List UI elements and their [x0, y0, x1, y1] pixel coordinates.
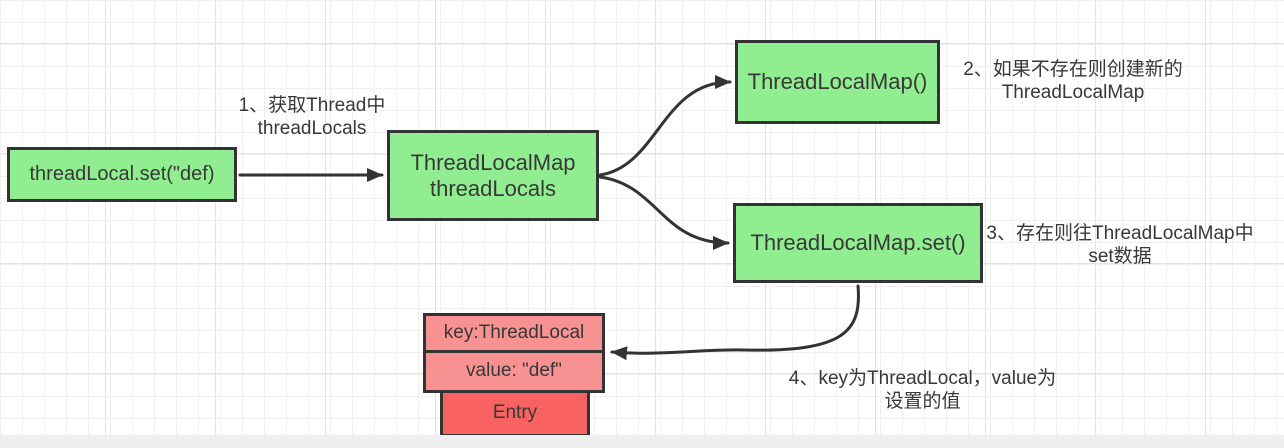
- node-label: value: "def": [466, 360, 562, 382]
- node-label: ThreadLocalMap.set(): [750, 230, 966, 256]
- node-entry-key: key:ThreadLocal: [423, 313, 605, 353]
- node-threadlocalmap-threadlocals: ThreadLocalMap threadLocals: [387, 130, 599, 221]
- annotation-line2: 设置的值: [884, 391, 961, 412]
- annotation-line2: ThreadLocalMap: [1001, 82, 1145, 103]
- node-label-line1: ThreadLocalMap: [410, 149, 576, 175]
- annotation-line1: 1、获取Thread中: [238, 95, 386, 116]
- node-label-line2: threadLocals: [430, 175, 556, 201]
- node-threadlocal-set: threadLocal.set("def): [7, 147, 237, 202]
- arrow-threadlocals-to-mapset: [598, 175, 730, 250]
- annotation-line2: set数据: [1088, 246, 1152, 267]
- node-threadlocalmap-set: ThreadLocalMap.set(): [733, 203, 983, 283]
- node-label: ThreadLocalMap(): [747, 69, 928, 95]
- annotation-step1: 1、获取Thread中 threadLocals: [212, 94, 412, 140]
- node-threadlocalmap-constructor: ThreadLocalMap(): [735, 40, 940, 124]
- node-entry-value: value: "def": [423, 350, 605, 393]
- node-label: threadLocal.set("def): [29, 162, 215, 185]
- bottom-scroll-gutter: [0, 435, 1284, 448]
- annotation-line1: 4、key为ThreadLocal，value为: [788, 368, 1057, 389]
- node-label: Entry: [492, 402, 538, 424]
- node-entry: Entry: [440, 390, 590, 437]
- node-label: key:ThreadLocal: [443, 321, 585, 343]
- annotation-step3: 3、存在则往ThreadLocalMap中 set数据: [985, 222, 1255, 268]
- arrow-threadlocals-to-ctor: [598, 75, 732, 177]
- annotation-line2: threadLocals: [257, 118, 367, 139]
- annotation-line1: 2、如果不存在则创建新的: [963, 59, 1183, 80]
- arrow-mapset-to-entry: [610, 284, 860, 361]
- annotation-line1: 3、存在则往ThreadLocalMap中: [986, 223, 1254, 244]
- annotation-step2: 2、如果不存在则创建新的 ThreadLocalMap: [948, 58, 1198, 104]
- annotation-step4: 4、key为ThreadLocal，value为 设置的值: [770, 367, 1075, 413]
